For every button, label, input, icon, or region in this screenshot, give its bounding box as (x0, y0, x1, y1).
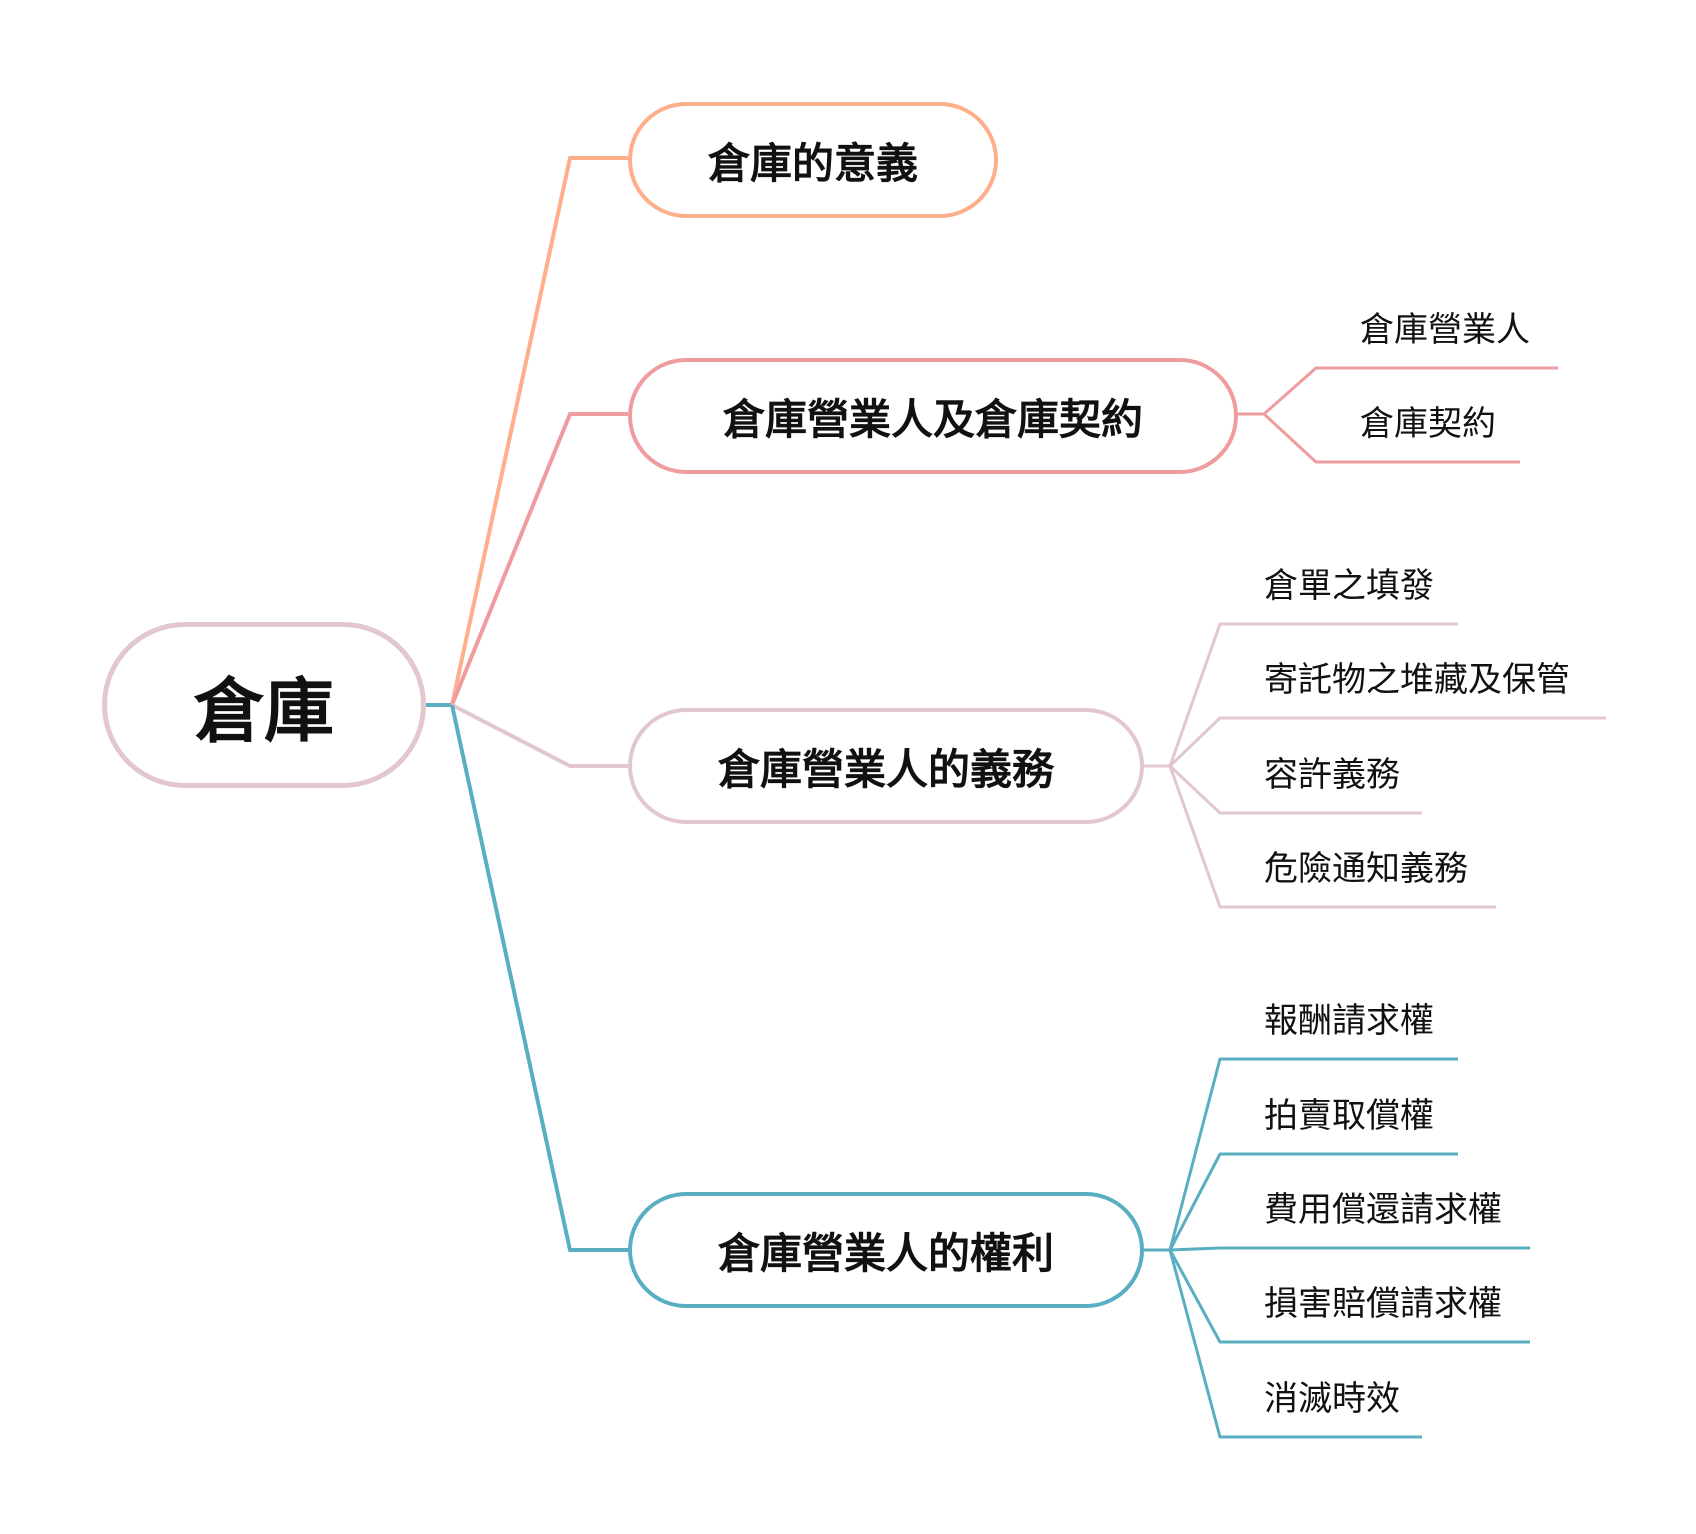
branch-connector (451, 703, 628, 768)
leaf-connector (1168, 764, 1422, 815)
leaf-connector (1168, 1152, 1458, 1251)
leaf-node[interactable]: 容許義務 (1264, 755, 1400, 795)
leaf-node[interactable]: 倉單之填發 (1264, 566, 1434, 606)
branch-node-meaning[interactable]: 倉庫的意義 (628, 102, 998, 218)
leaf-connector (1262, 412, 1520, 464)
leaf-node[interactable]: 寄託物之堆藏及保管 (1264, 660, 1570, 700)
branch-connector (450, 156, 628, 706)
leaf-node[interactable]: 費用償還請求權 (1264, 1190, 1502, 1230)
leaf-node[interactable]: 損害賠償請求權 (1264, 1284, 1502, 1324)
leaf-node[interactable]: 消滅時效 (1264, 1379, 1400, 1419)
leaf-connector (1168, 622, 1458, 767)
leaf-connector (1168, 1249, 1422, 1439)
leaf-node[interactable]: 報酬請求權 (1264, 1001, 1434, 1041)
branch-node-obligations[interactable]: 倉庫營業人的義務 (628, 708, 1144, 824)
branch-node-operator-and-contract[interactable]: 倉庫營業人及倉庫契約 (628, 358, 1238, 474)
branch-node-rights[interactable]: 倉庫營業人的權利 (628, 1192, 1144, 1308)
leaf-connector (1263, 366, 1558, 416)
leaf-connector (1168, 765, 1496, 909)
leaf-node[interactable]: 拍賣取償權 (1264, 1096, 1434, 1136)
leaf-connector (1168, 716, 1606, 768)
leaf-connector (1168, 1057, 1458, 1251)
leaf-connector (1169, 1246, 1530, 1252)
branch-connector (450, 412, 628, 706)
branch-connector (450, 704, 628, 1252)
leaf-node[interactable]: 危險通知義務 (1264, 849, 1468, 889)
leaf-node[interactable]: 倉庫營業人 (1360, 310, 1530, 350)
leaf-connector (1168, 1249, 1530, 1344)
leaf-node[interactable]: 倉庫契約 (1360, 404, 1496, 444)
root-node[interactable]: 倉庫 (102, 622, 426, 788)
